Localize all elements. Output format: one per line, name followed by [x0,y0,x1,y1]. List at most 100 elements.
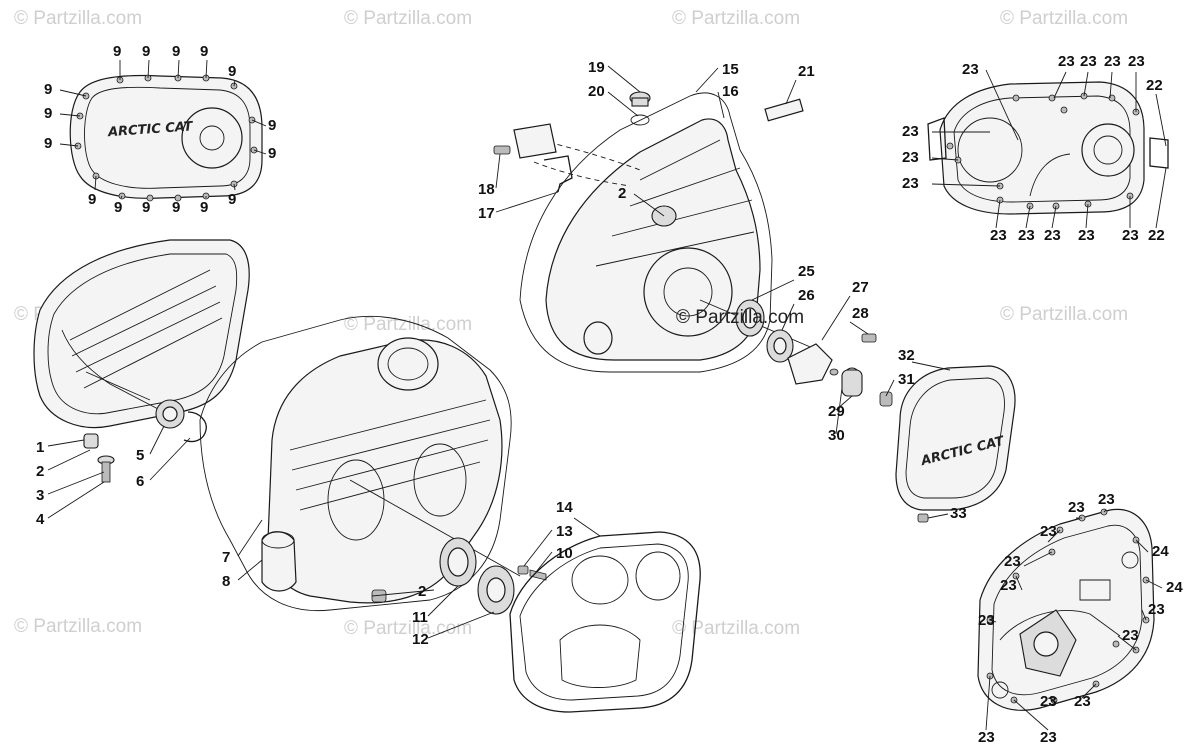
leader-line-23 [1103,509,1107,513]
callout-15: 15 [722,61,739,78]
callout-23: 23 [1040,693,1057,710]
leader-line-31 [885,379,895,397]
housing-bolt-6 [946,142,954,150]
callout-22: 22 [1146,77,1163,94]
callout-12: 12 [412,631,429,648]
callout-9: 9 [142,43,150,60]
leader-line-22 [1155,167,1167,229]
callout-27: 27 [852,279,869,296]
callout-6: 6 [136,473,144,490]
leader-line-9 [177,59,180,79]
callout-16: 16 [722,83,739,100]
callout-23: 23 [902,123,919,140]
cover-bolt-14 [174,194,182,202]
leader-line-23 [985,69,1019,141]
leader-line-9 [94,175,97,191]
leader-line-9 [59,89,87,97]
callout-11: 11 [412,609,428,626]
callout-23: 23 [1104,53,1121,70]
callout-29: 29 [828,403,845,420]
callout-9: 9 [44,105,52,122]
callout-23: 23 [1040,523,1057,540]
callout-23: 23 [1068,499,1085,516]
crankcase-half-left [199,315,521,612]
magneto-cover: ARCTIC CAT [895,365,1016,523]
callout-4: 4 [36,511,45,528]
leader-lines [47,59,1167,731]
callout-23: 23 [1080,53,1097,70]
callout-9: 9 [44,81,52,98]
callout-9: 9 [172,199,180,216]
leader-line-23 [989,619,997,623]
brand-logo-text: ARCTIC CAT [107,119,195,140]
leader-line-3 [47,471,105,495]
callout-18: 18 [478,181,495,198]
callout-17: 17 [478,205,495,222]
callout-9: 9 [200,43,208,60]
cover-gasket [509,531,701,713]
callout-22: 22 [1148,227,1165,244]
leader-line-5 [149,425,165,455]
callout-8: 8 [222,573,230,590]
leader-line-23 [1025,205,1031,229]
leader-line-19 [607,65,641,93]
leader-line-23 [931,183,1001,187]
callout-25: 25 [798,263,815,280]
leader-line-2 [371,589,435,597]
callout-9: 9 [88,191,96,208]
leader-line-23 [931,157,959,161]
leader-line-22 [1155,93,1167,147]
callout-23: 23 [1058,53,1075,70]
leader-line-24 [1135,539,1149,553]
leader-line-23 [1081,683,1097,699]
leader-line-4 [47,481,105,519]
leader-line-23 [1117,635,1137,651]
callout-9: 9 [172,43,180,60]
housing-bolt-1 [1012,94,1020,102]
callout-9: 9 [44,135,52,152]
callout-32: 32 [898,347,915,364]
callout-9: 9 [268,117,276,134]
callout-31: 31 [898,371,915,388]
leader-line-6 [149,437,191,481]
watermark-text-10: © Partzilla.com [672,618,800,639]
callout-23: 23 [902,149,919,166]
callout-23: 23 [1000,577,1017,594]
leader-line-1 [47,439,85,447]
callout-26: 26 [798,287,815,304]
callout-23: 23 [990,227,1007,244]
leader-line-15 [695,67,719,93]
callout-23: 23 [962,61,979,78]
plug-and-oring [629,91,651,126]
leader-line-23 [1085,203,1089,229]
leader-line-9 [59,143,79,147]
callout-23: 23 [1040,729,1057,746]
leader-line-23 [1051,205,1057,229]
callout-23: 23 [1122,227,1139,244]
housing-bolt-2 [1048,94,1056,102]
leader-line-9 [120,195,123,199]
leader-line-2 [633,193,665,217]
callout-21: 21 [798,63,815,80]
inner-belt-housing [927,81,1169,215]
callout-23: 23 [1018,227,1035,244]
leader-line-10 [535,551,553,573]
leader-line-20 [607,91,639,117]
leader-line-16 [717,91,725,119]
callout-23: 23 [1122,627,1139,644]
callout-3: 3 [36,487,44,504]
leader-line-8 [237,559,263,581]
callout-23: 23 [1148,601,1165,618]
leader-line-18 [495,153,501,189]
watermark-text-3: © Partzilla.com [672,8,800,29]
leader-line-9 [233,183,236,191]
callout-1: 1 [36,439,44,456]
leader-line-2 [47,449,91,471]
callout-30: 30 [828,427,845,444]
leader-line-9 [253,149,267,155]
leader-line-23 [1015,575,1023,591]
leader-line-32 [911,361,951,371]
callout-28: 28 [852,305,869,322]
callout-23: 23 [1128,53,1145,70]
